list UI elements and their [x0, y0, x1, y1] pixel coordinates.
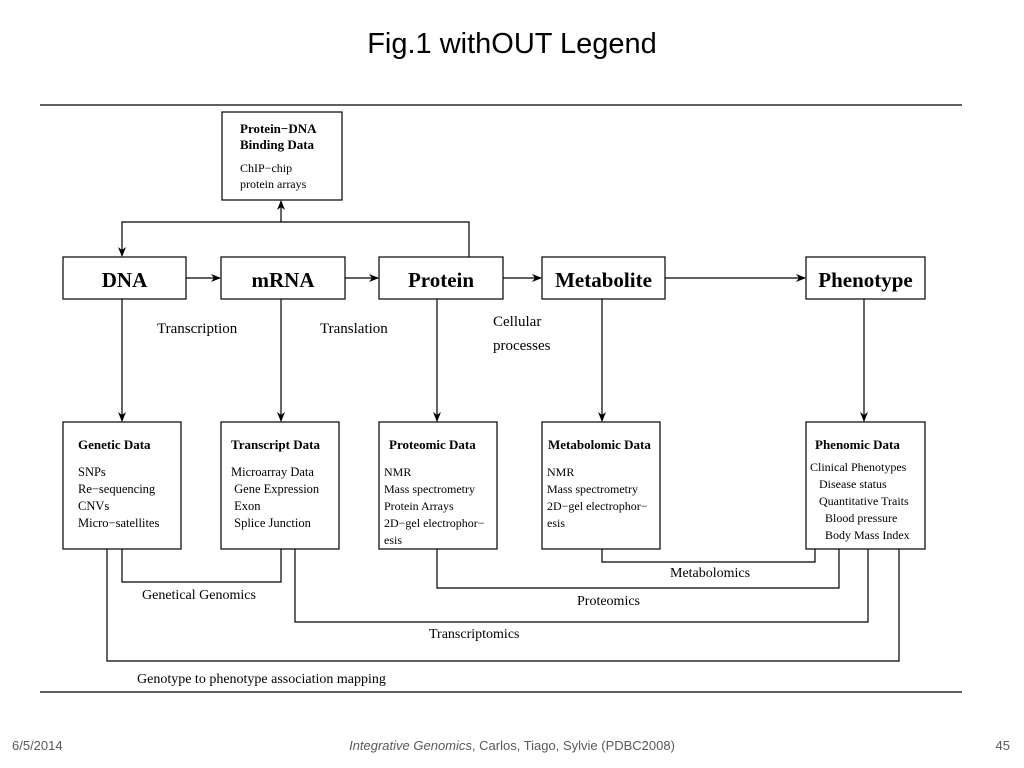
genetic-item: Micro−satellites: [78, 516, 159, 530]
genetic-data-heading: Genetic Data: [78, 437, 151, 452]
proteomic-item: Mass spectrometry: [384, 482, 475, 496]
phenomic-item: Blood pressure: [810, 511, 897, 525]
phenomic-data-box: [805, 421, 926, 550]
proteomic-data-box: [378, 421, 498, 550]
label-proteomics: Proteomics: [577, 594, 640, 609]
protein-dna-heading-1: Protein−DNA: [240, 121, 317, 136]
node-label-dna: DNA: [102, 268, 148, 292]
connector-transcriptomics: [294, 549, 869, 623]
connector-binding: [118, 221, 470, 257]
metabolomic-item: Mass spectrometry: [547, 482, 638, 496]
footer-date: 6/5/2014: [12, 738, 63, 753]
node-label-mrna: mRNA: [252, 268, 316, 292]
label-cellular-2: processes: [493, 338, 551, 354]
phenomic-item: Clinical Phenotypes: [810, 460, 907, 474]
label-cellular-1: Cellular: [493, 314, 541, 330]
label-translation: Translation: [320, 321, 388, 337]
genetic-item: SNPs: [78, 465, 106, 479]
protein-dna-item-2: protein arrays: [240, 177, 307, 191]
phenomic-data-heading: Phenomic Data: [815, 437, 900, 452]
transcript-item: Microarray Data: [231, 465, 314, 479]
proteomic-item: 2D−gel electrophor−: [384, 516, 485, 530]
proteomic-item: Protein Arrays: [384, 499, 454, 513]
protein-dna-item-1: ChIP−chip: [240, 161, 292, 175]
transcript-data-heading: Transcript Data: [231, 437, 320, 452]
transcript-item: Gene Expression: [231, 482, 320, 496]
proteomic-item: esis: [384, 533, 402, 547]
phenomic-item: Disease status: [810, 477, 887, 491]
phenomic-item: Quantitative Traits: [810, 494, 909, 508]
label-metabolomics: Metabolomics: [670, 566, 750, 581]
node-label-phenotype: Phenotype: [818, 268, 913, 292]
metabolomic-item: 2D−gel electrophor−: [547, 499, 648, 513]
protein-dna-heading-2: Binding Data: [240, 137, 315, 152]
transcript-data-box: [220, 421, 340, 550]
genetic-item: CNVs: [78, 499, 109, 513]
transcript-item: Exon: [231, 499, 261, 513]
metabolomic-data-box: [541, 421, 661, 550]
connector-metabolomics: [601, 549, 816, 563]
label-gwas: Genotype to phenotype association mappin…: [137, 672, 386, 687]
label-genetical-genomics: Genetical Genomics: [142, 588, 256, 603]
page-number: 45: [995, 738, 1010, 753]
metabolomic-data-heading: Metabolomic Data: [548, 437, 651, 452]
node-label-protein: Protein: [408, 268, 474, 292]
metabolomic-item: NMR: [547, 465, 574, 479]
citation-authors: , Carlos, Tiago, Sylvie (PDBC2008): [471, 738, 675, 753]
node-label-metabolite: Metabolite: [555, 268, 652, 292]
label-transcription: Transcription: [157, 321, 238, 337]
genetic-item: Re−sequencing: [78, 482, 156, 496]
footer-citation: Integrative Genomics, Carlos, Tiago, Syl…: [0, 738, 1024, 753]
phenotype-box: [805, 256, 926, 300]
connector-genetical-genomics: [121, 549, 282, 583]
phenomic-item: Body Mass Index: [810, 528, 910, 542]
transcript-item: Splice Junction: [231, 516, 312, 530]
connector-gwas: [106, 549, 900, 662]
slide-title: Fig.1 withOUT Legend: [367, 28, 657, 60]
citation-title: Integrative Genomics: [349, 738, 472, 753]
label-transcriptomics: Transcriptomics: [429, 627, 519, 642]
proteomic-data-heading: Proteomic Data: [389, 437, 476, 452]
proteomic-item: NMR: [384, 465, 411, 479]
metabolomic-item: esis: [547, 516, 565, 530]
connector-proteomics: [436, 549, 840, 589]
